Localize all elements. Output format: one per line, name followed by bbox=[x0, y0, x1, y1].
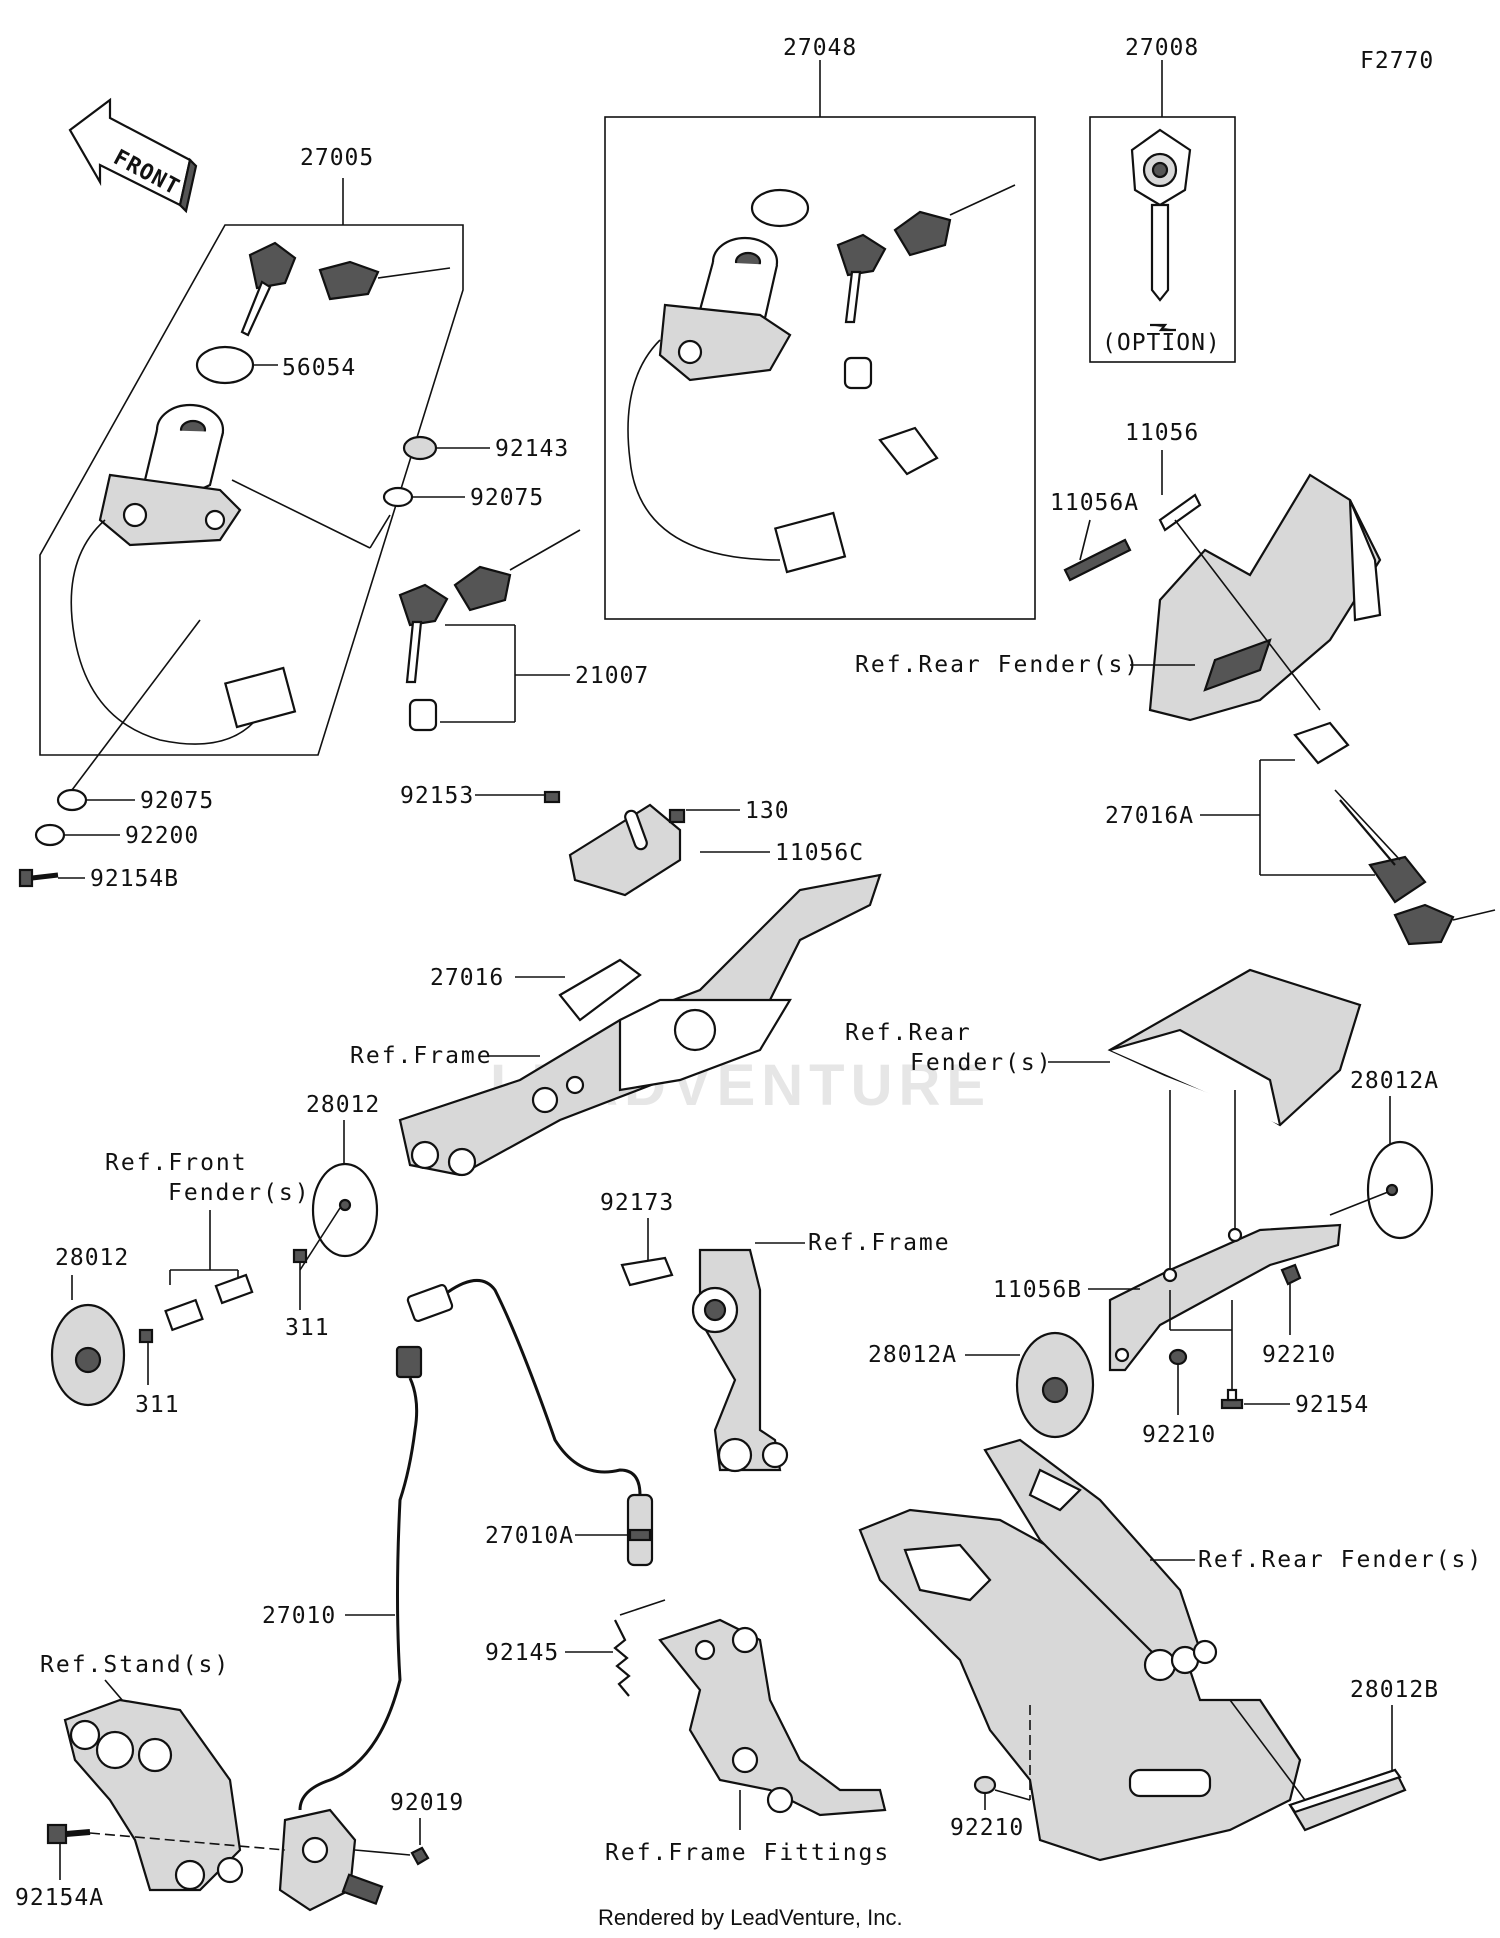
bracket-icon bbox=[543, 790, 686, 1022]
ref-rear-fender-top: Ref.Rear Fender(s) bbox=[855, 652, 1140, 678]
label-28012A-left: 28012A bbox=[868, 1342, 957, 1368]
label-56054: 56054 bbox=[282, 355, 356, 381]
label-28012A-right: 28012A bbox=[1350, 1068, 1439, 1094]
washer-icon bbox=[382, 486, 414, 508]
label-92154B: 92154B bbox=[90, 866, 179, 892]
label-92153: 92153 bbox=[400, 783, 474, 809]
ignition-switch-icon bbox=[627, 184, 1016, 574]
washer-icon bbox=[195, 345, 255, 385]
figure-code: F2770 bbox=[1360, 48, 1434, 74]
ref-frame-fittings: Ref.Frame Fittings bbox=[605, 1840, 890, 1866]
lock-key-set-27016A bbox=[1174, 519, 1496, 946]
reflector-icon bbox=[1329, 1140, 1434, 1240]
label-92154: 92154 bbox=[1295, 1392, 1369, 1418]
label-11056C: 11056C bbox=[775, 840, 864, 866]
frame-fittings-icon bbox=[658, 1618, 887, 1817]
label-92075-top: 92075 bbox=[470, 485, 544, 511]
reflector-icon bbox=[50, 1303, 126, 1407]
washer-icon bbox=[1168, 1348, 1188, 1366]
label-92173: 92173 bbox=[600, 1190, 674, 1216]
washer-icon bbox=[402, 435, 438, 461]
nut-icon bbox=[1280, 1263, 1302, 1286]
ignition-switch-icon bbox=[70, 403, 297, 745]
ref-front-fender-line2: Fender(s) bbox=[168, 1180, 311, 1206]
front-arrow-icon: FRONT bbox=[68, 97, 198, 214]
rear-fender-icon bbox=[1148, 473, 1382, 722]
bolt-icon bbox=[46, 1823, 91, 1845]
key-icon bbox=[240, 241, 451, 337]
switch-icon bbox=[278, 1808, 384, 1912]
key-icon bbox=[1130, 128, 1192, 332]
ref-frame-top: Ref.Frame bbox=[350, 1043, 493, 1069]
label-92154A: 92154A bbox=[15, 1885, 104, 1911]
label-311-left: 311 bbox=[135, 1392, 180, 1418]
label-11056B: 11056B bbox=[993, 1277, 1082, 1303]
washer-icon bbox=[34, 823, 66, 847]
reflector-icon bbox=[1288, 1768, 1407, 1832]
label-92075-bottom: 92075 bbox=[140, 788, 214, 814]
spacer-icon bbox=[138, 1248, 308, 1344]
frame-icon bbox=[398, 873, 882, 1177]
bolt-icon bbox=[1220, 1388, 1244, 1410]
clip-icon bbox=[1063, 538, 1132, 582]
label-92019: 92019 bbox=[390, 1790, 464, 1816]
key-set-21007 bbox=[398, 529, 581, 732]
bolt-icon bbox=[18, 868, 59, 888]
reflector-icon bbox=[299, 1162, 379, 1271]
label-92210-right: 92210 bbox=[1262, 1342, 1336, 1368]
label-28012-right: 28012 bbox=[306, 1092, 380, 1118]
spring-icon bbox=[613, 1599, 666, 1697]
ref-rear-fender-bottom: Ref.Rear Fender(s) bbox=[1198, 1547, 1483, 1573]
label-130: 130 bbox=[745, 798, 790, 824]
label-27016A: 27016A bbox=[1105, 803, 1194, 829]
washer-icon bbox=[973, 1775, 997, 1795]
stand-bracket-icon bbox=[63, 1698, 244, 1892]
frame-bracket-icon bbox=[691, 1248, 789, 1473]
label-92210-lower: 92210 bbox=[950, 1815, 1024, 1841]
clip-icon bbox=[620, 1256, 674, 1287]
label-11056A: 11056A bbox=[1050, 490, 1139, 516]
washer-icon bbox=[56, 788, 88, 812]
rear-fender-lower-icon bbox=[858, 1438, 1302, 1862]
label-21007: 21007 bbox=[575, 663, 649, 689]
label-27016: 27016 bbox=[430, 965, 504, 991]
label-27008: 27008 bbox=[1125, 35, 1199, 61]
rear-fender-plate-icon bbox=[1107, 968, 1362, 1127]
label-28012B: 28012B bbox=[1350, 1677, 1439, 1703]
nut-icon bbox=[410, 1846, 430, 1866]
label-27005: 27005 bbox=[300, 145, 374, 171]
reflector-icon bbox=[1015, 1331, 1095, 1439]
label-92210-bottom: 92210 bbox=[1142, 1422, 1216, 1448]
label-311-right: 311 bbox=[285, 1315, 330, 1341]
label-92145: 92145 bbox=[485, 1640, 559, 1666]
ref-stand: Ref.Stand(s) bbox=[40, 1652, 230, 1678]
label-28012-left: 28012 bbox=[55, 1245, 129, 1271]
label-11056: 11056 bbox=[1125, 420, 1199, 446]
ignition-set-27005 bbox=[39, 210, 464, 756]
clip-icon bbox=[1158, 493, 1202, 532]
wire-harness-icon bbox=[298, 1279, 654, 1811]
label-27048: 27048 bbox=[783, 35, 857, 61]
label-27010A: 27010A bbox=[485, 1523, 574, 1549]
option-note: (OPTION) bbox=[1102, 330, 1221, 356]
ref-rear-fender-mid-line2: Fender(s) bbox=[910, 1050, 1053, 1076]
ref-rear-fender-mid-line1: Ref.Rear bbox=[845, 1020, 972, 1046]
credit-text: Rendered by LeadVenture, Inc. bbox=[598, 1905, 903, 1930]
license-bracket-icon bbox=[1108, 1223, 1342, 1372]
ref-front-fender-line1: Ref.Front bbox=[105, 1150, 248, 1176]
ref-frame-mid: Ref.Frame bbox=[808, 1230, 951, 1256]
label-92200: 92200 bbox=[125, 823, 199, 849]
label-27010: 27010 bbox=[262, 1603, 336, 1629]
label-92143: 92143 bbox=[495, 436, 569, 462]
